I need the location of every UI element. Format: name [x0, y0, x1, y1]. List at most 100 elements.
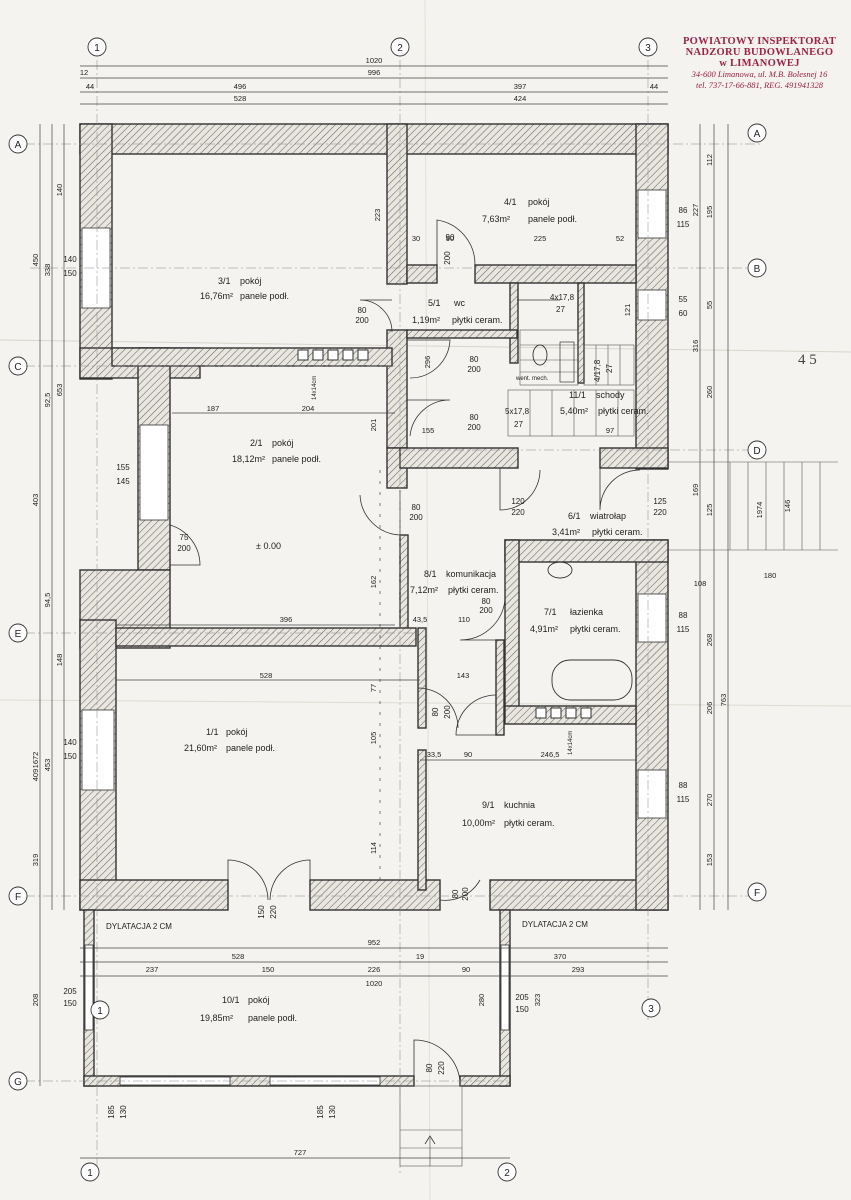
stamp-line-4: 34-600 Limanowa, ul. M.B. Bolesnej 16 — [691, 69, 828, 79]
room-2-area: 18,12m² — [232, 454, 265, 464]
room-9-floor: płytki ceram. — [504, 818, 555, 828]
win-room1-h: 150 — [63, 752, 77, 761]
dim-246: 246,5 — [541, 750, 560, 759]
axis-A-right: A — [754, 129, 761, 140]
window-room4 — [637, 189, 667, 239]
dim-bot-293: 293 — [572, 965, 585, 974]
interior-dims: 187 204 396 528 143 225 30 90 52 155 97 … — [207, 234, 777, 759]
stairs-lower-sub: 27 — [514, 420, 523, 429]
dim-bot-90: 90 — [462, 965, 470, 974]
axis-3-top: 3 — [645, 43, 651, 54]
wall-wc-bottom — [406, 329, 518, 339]
room-7-name: łazienka — [570, 607, 603, 617]
dim-153: 153 — [705, 854, 714, 867]
dim-90: 90 — [446, 234, 454, 243]
page-number: 4 5 — [798, 352, 817, 368]
win-kitchen-w: 88 — [679, 781, 688, 790]
axis-1-top: 1 — [94, 43, 100, 54]
wall-axis2-bottom — [399, 534, 409, 631]
stairs-lower: 5x17,8 — [505, 407, 530, 416]
window-bathroom — [637, 593, 667, 643]
room-11-floor: płytki ceram. — [598, 406, 649, 416]
door-wc-w: 80 — [470, 355, 479, 364]
room-5-name: wc — [453, 298, 465, 308]
door-entry-w: 125 — [653, 497, 667, 506]
dim-top-e44-l: 44 — [86, 82, 94, 91]
dim-1672: 1672 — [31, 752, 40, 769]
wall-wc-right — [509, 282, 519, 364]
door-room2-h: 200 — [409, 513, 423, 522]
room-3-id: 3/1 — [218, 276, 231, 286]
toilet — [532, 344, 548, 366]
dim-bot-right: 370 — [554, 952, 567, 961]
room-6-floor: płytki ceram. — [592, 527, 643, 537]
room-labels: 3/1 pokój 16,76m² panele podł. 4/1 pokój… — [184, 197, 649, 1023]
room-10-floor: panele podł. — [248, 1013, 297, 1023]
room-9-area: 10,00m² — [462, 818, 495, 828]
window-room1 — [81, 709, 115, 791]
axis-2-top: 2 — [397, 43, 403, 54]
room-1-floor: panele podł. — [226, 743, 275, 753]
dim-105: 105 — [369, 732, 378, 745]
inspectorate-stamp: POWIATOWY INSPEKTORAT NADZORU BUDOWLANEG… — [672, 36, 847, 91]
room-11-id: 11/1 — [569, 390, 586, 400]
door-room4-h: 200 — [443, 251, 452, 265]
stamp-line-3: w LIMANOWEJ — [719, 58, 800, 69]
dim-97: 97 — [606, 426, 614, 435]
wall-kitchen-left — [417, 749, 427, 891]
dim-409: 409 — [31, 769, 40, 782]
stairs-side: 4/17,8 — [593, 359, 602, 382]
room-3-name: pokój — [240, 276, 262, 286]
dimension-lines — [39, 65, 729, 1159]
room-11-name: schody — [596, 390, 625, 400]
wall-room4-bottom — [406, 264, 438, 284]
win-room4-w: 86 — [679, 206, 688, 215]
door-terrace-right — [269, 859, 311, 901]
door-room1 — [417, 687, 459, 729]
dim-1974: 1974 — [755, 502, 764, 519]
dim-528: 528 — [260, 671, 273, 680]
dim-453: 453 — [43, 759, 52, 772]
dim-223: 223 — [373, 209, 382, 222]
door-room4-w: 90 — [446, 233, 455, 242]
window-kitchen — [637, 769, 667, 819]
dim-90b: 90 — [464, 750, 472, 759]
win-room2-h: 145 — [116, 477, 130, 486]
win-room2-w: 155 — [116, 463, 130, 472]
door-room4 — [436, 219, 476, 266]
room-4-name: pokój — [528, 197, 550, 207]
entry-steps — [399, 1085, 463, 1167]
door-room2 — [359, 490, 401, 536]
wall-d-right — [599, 447, 669, 469]
wall-top — [79, 123, 669, 155]
dim-945: 94,5 — [43, 593, 52, 608]
win-porch-r-h: 150 — [515, 1005, 529, 1014]
wall-e — [115, 627, 417, 647]
win-porch-l-h: 150 — [63, 999, 77, 1008]
dim-bot-inner: 952 — [368, 938, 381, 947]
door-stairs-h: 200 — [467, 423, 481, 432]
stairs-upper-sub: 27 — [556, 305, 565, 314]
door-bath-h: 200 — [479, 606, 493, 615]
dim-148: 148 — [55, 654, 64, 667]
dim-180: 180 — [764, 571, 777, 580]
room-3-area: 16,76m² — [200, 291, 233, 301]
dim-top-overall: 1020 — [366, 56, 383, 65]
dim-114: 114 — [369, 842, 378, 854]
dim-bot-226: 226 — [368, 965, 381, 974]
axis-B-right: B — [754, 264, 761, 275]
win-room1-w: 140 — [63, 738, 77, 747]
win-room4-h: 115 — [677, 220, 690, 229]
axis-G-left: G — [14, 1077, 22, 1088]
room-4-area: 7,63m² — [482, 214, 510, 224]
dim-146: 146 — [783, 500, 792, 513]
dim-121: 121 — [623, 304, 632, 317]
dim-bot-porch: 727 — [294, 1148, 307, 1157]
room-4-floor: panele podł. — [528, 214, 577, 224]
dim-bot-left: 528 — [232, 952, 245, 961]
dim-270: 270 — [705, 794, 714, 807]
dim-108: 108 — [694, 579, 707, 588]
door-room2-left — [169, 524, 201, 566]
door-stairs-w: 80 — [470, 413, 479, 422]
wall-bottom-left — [79, 879, 229, 911]
